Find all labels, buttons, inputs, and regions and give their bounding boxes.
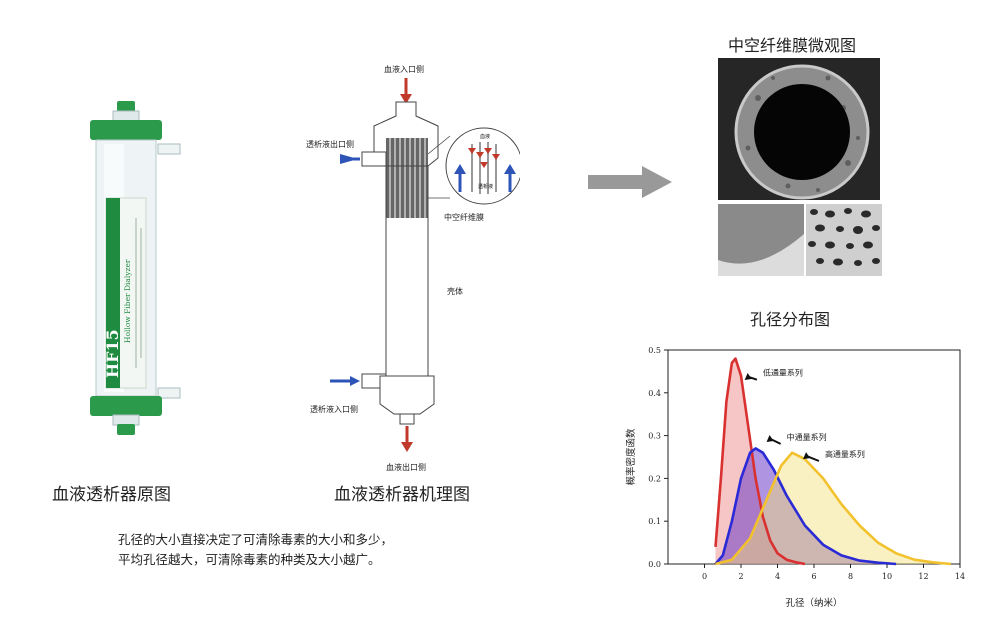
mechanism-diagram: 血液 透析液 xyxy=(300,58,523,478)
label-dialysate-outlet: 透析液出口侧 xyxy=(306,140,354,149)
x-tick-label: 6 xyxy=(811,572,816,581)
label-hollow-fiber: 中空纤维膜 xyxy=(444,213,484,222)
gray-arrow-icon xyxy=(588,166,672,198)
note-line-2: 平均孔径越大，可清除毒素的种类及大小越广。 xyxy=(118,552,381,567)
y-tick-label: 0.0 xyxy=(648,560,661,569)
x-tick-label: 2 xyxy=(738,572,743,581)
annotation-label: 中通量系列 xyxy=(787,432,827,442)
series-area-2 xyxy=(715,448,897,564)
x-tick-label: 4 xyxy=(775,572,780,581)
sem-wall-image xyxy=(718,204,804,276)
x-tick-label: 12 xyxy=(918,572,928,581)
x-axis-label: 孔径（纳米） xyxy=(785,597,842,609)
series-line-3 xyxy=(715,451,952,566)
caption-mechanism: 血液透析器机理图 xyxy=(334,485,470,505)
series-line-2 xyxy=(714,447,897,566)
annotation-arrowhead xyxy=(766,435,774,443)
y-tick-label: 0.2 xyxy=(648,474,661,483)
x-tick-label: 0 xyxy=(702,572,707,581)
sem-pore-surface-image xyxy=(806,204,882,276)
note-line-1: 孔径的大小直接决定了可清除毒素的大小和多少， xyxy=(118,532,394,547)
y-tick-label: 0.4 xyxy=(648,389,661,398)
zoom-dialysate-label: 透析液 xyxy=(478,183,493,190)
caption-micro-view: 中空纤维膜微观图 xyxy=(728,36,857,55)
caption-dialyzer-photo: 血液透析器原图 xyxy=(52,485,171,505)
device-model: HF15 xyxy=(103,329,122,378)
y-tick-label: 0.1 xyxy=(648,517,661,526)
x-tick-label: 8 xyxy=(848,572,853,581)
series-area-3 xyxy=(715,452,951,564)
x-tick-label: 14 xyxy=(955,572,965,581)
annotation-arrowhead xyxy=(744,372,752,380)
pore-distribution-chart: 0 2 4 6 8 10 12 14 0.0 0.1 0.2 0.3 0.4 0.5 孔径（纳米） 概率密度函… xyxy=(620,330,970,620)
annotation-arrowhead xyxy=(803,452,811,460)
label-dialysate-inlet: 透析液入口侧 xyxy=(310,405,358,414)
y-axis-label: 概率密度函数 xyxy=(625,428,637,486)
label-blood-inlet: 血液入口侧 xyxy=(384,65,424,74)
annotation-label: 高通量系列 xyxy=(825,449,865,459)
sem-cross-section-image xyxy=(718,58,880,200)
annotation-label: 低通量系列 xyxy=(763,368,803,378)
label-shell: 壳体 xyxy=(447,287,463,296)
chart-title: 孔径分布图 xyxy=(750,310,831,329)
y-tick-label: 0.3 xyxy=(648,432,661,441)
y-tick-label: 0.5 xyxy=(648,346,661,355)
x-tick-label: 10 xyxy=(882,572,892,581)
dialyzer-photo: HF15 Hollow Fiber Dialyzer xyxy=(70,98,190,438)
device-brand: Hollow Fiber Dialyzer xyxy=(123,259,132,343)
zoom-blood-label: 血液 xyxy=(480,133,490,140)
label-blood-outlet: 血液出口侧 xyxy=(386,463,426,472)
